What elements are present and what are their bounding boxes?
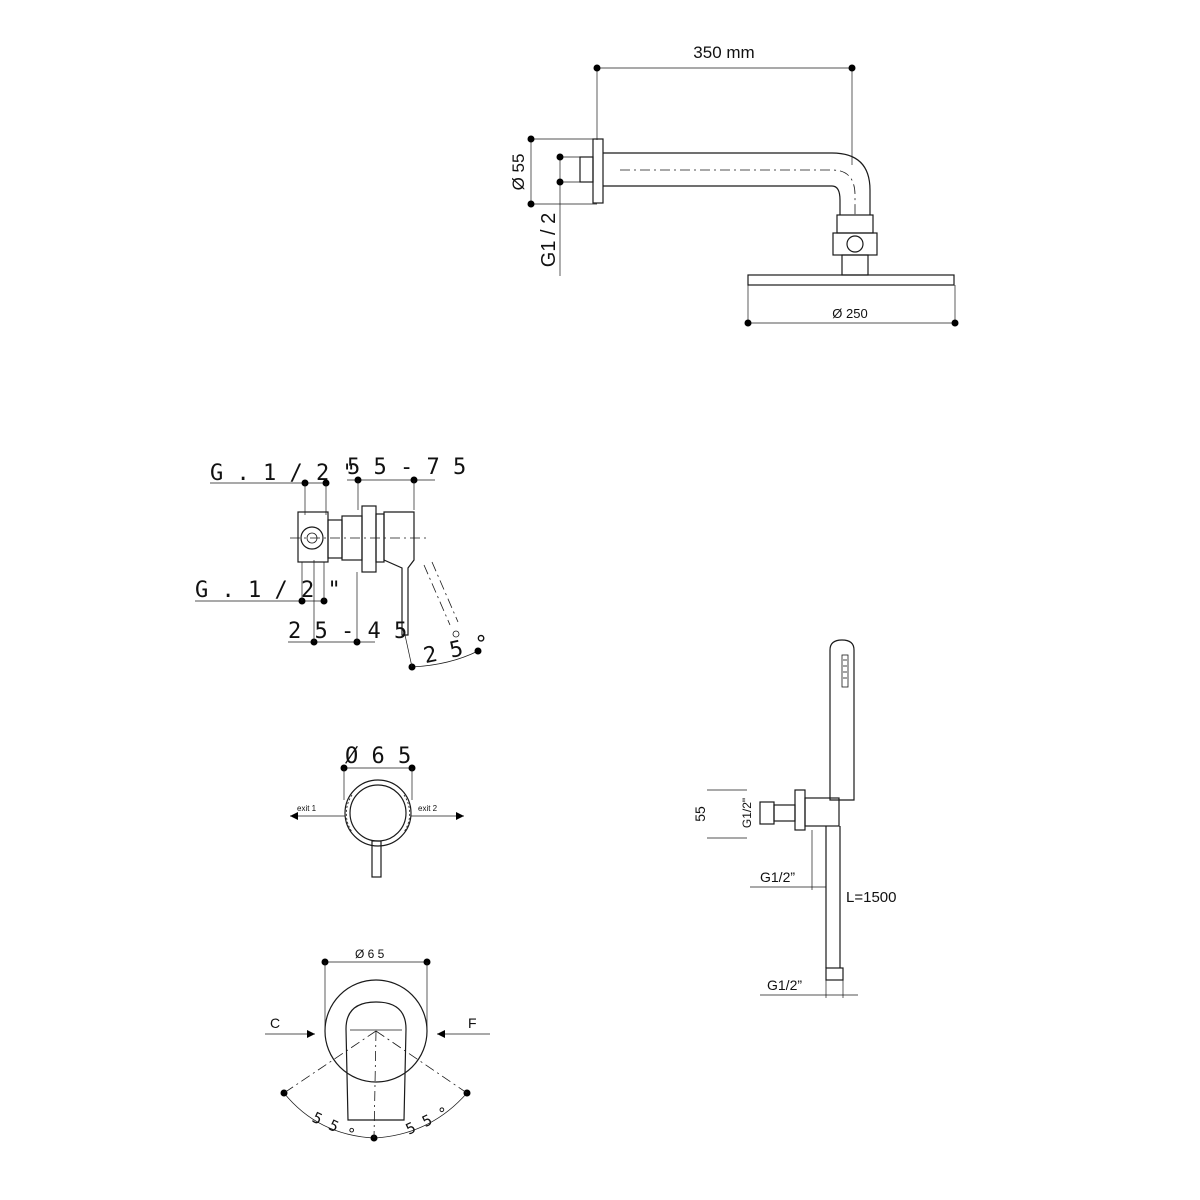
plate-angle-right-label: 5 5 ° xyxy=(403,1103,452,1138)
holder-thread-label: G1/2" xyxy=(740,798,754,828)
bottom-thread-label: G1/2” xyxy=(767,977,802,993)
mixer-side-drawing: G . 1 / 2 " 5 5 - 7 5 G . 1 / 2 " xyxy=(195,455,491,671)
plate-angle-left-label: 5 5 ° xyxy=(309,1108,358,1143)
hot-label: F xyxy=(468,1015,477,1031)
holder-height-label: 55 xyxy=(692,806,708,822)
arm-length-label: 350 mm xyxy=(693,43,754,62)
side-thread-bottom-label: G . 1 / 2 " xyxy=(195,578,341,603)
head-diameter-label: Ø 250 xyxy=(832,306,867,321)
side-thread-top-label: G . 1 / 2 " xyxy=(210,461,356,486)
hose-thread-label: G1/2” xyxy=(760,869,795,885)
side-angle-label: 2 5 ° xyxy=(421,631,491,669)
side-depth-top-label: 5 5 - 7 5 xyxy=(347,455,466,480)
side-depth-bottom-label: 2 5 - 4 5 xyxy=(288,619,407,644)
mixer-front-drawing: Ø 6 5 exit 1 exit 2 xyxy=(290,744,464,878)
flange-diameter-label: Ø 55 xyxy=(509,154,528,191)
exit-1-label: exit 1 xyxy=(297,804,317,813)
shower-arm-drawing: 350 mm Ø 55 G1 / 2 xyxy=(509,43,959,327)
mixer-plate-drawing: Ø 6 5 C F 5 5 ° 5 5 ° xyxy=(265,947,490,1144)
exit-2-label: exit 2 xyxy=(418,804,438,813)
hose-length-label: L=1500 xyxy=(846,889,896,906)
hand-shower-drawing: 55 G1/2" G1/2” L=1500 G1/2” xyxy=(692,639,896,998)
cold-label: C xyxy=(270,1015,280,1031)
plate-diameter-label: Ø 6 5 xyxy=(355,947,385,961)
front-diameter-label: Ø 6 5 xyxy=(345,744,411,769)
arm-thread-label: G1 / 2 xyxy=(538,213,560,267)
